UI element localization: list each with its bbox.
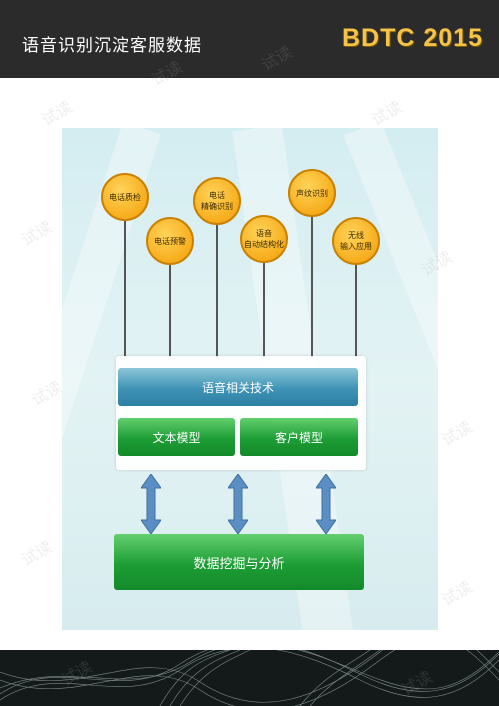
watermark: 试读 — [38, 97, 76, 130]
circle-phone-precise-recognition: 电话 精确识别 — [193, 177, 241, 225]
circle-voice-auto-structuring: 语音 自动结构化 — [240, 215, 288, 263]
circle-label: 电话质检 — [109, 192, 141, 202]
speech-tech-bar: 语音相关技术 — [118, 368, 358, 406]
connector-line — [216, 222, 218, 358]
circle-label: 语音 自动结构化 — [244, 229, 284, 249]
slide-header: 语音识别沉淀客服数据 BDTC 2015 — [0, 0, 499, 78]
slide-title: 语音识别沉淀客服数据 — [22, 36, 202, 56]
double-arrow-icon — [141, 474, 161, 534]
circle-label: 电话 精确识别 — [201, 191, 233, 211]
connector-line — [311, 214, 313, 358]
text-model-bar: 文本模型 — [118, 418, 235, 456]
data-mining-bar: 数据挖掘与分析 — [114, 534, 364, 590]
light-ray — [343, 120, 499, 618]
wave-lines-decoration — [0, 650, 499, 706]
circle-label: 电话预警 — [154, 236, 186, 246]
brand-logo: BDTC 2015 — [342, 24, 483, 52]
watermark: 试读 — [438, 577, 476, 610]
connector-line — [169, 262, 171, 358]
circle-voiceprint: 声纹识别 — [288, 169, 336, 217]
circle-wireless-input: 无线 输入应用 — [332, 217, 380, 265]
double-arrow-icon — [316, 474, 336, 534]
connector-line — [355, 262, 357, 358]
double-arrow-icon — [228, 474, 248, 534]
circle-phone-alert: 电话预警 — [146, 217, 194, 265]
circle-label: 声纹识别 — [296, 188, 328, 198]
connector-line — [263, 260, 265, 358]
watermark: 试读 — [18, 217, 56, 250]
decorative-footer — [0, 650, 499, 706]
circle-phone-qc: 电话质检 — [101, 173, 149, 221]
circle-label: 无线 输入应用 — [340, 231, 372, 251]
customer-model-bar: 客户模型 — [240, 418, 358, 456]
connector-line — [124, 218, 126, 358]
